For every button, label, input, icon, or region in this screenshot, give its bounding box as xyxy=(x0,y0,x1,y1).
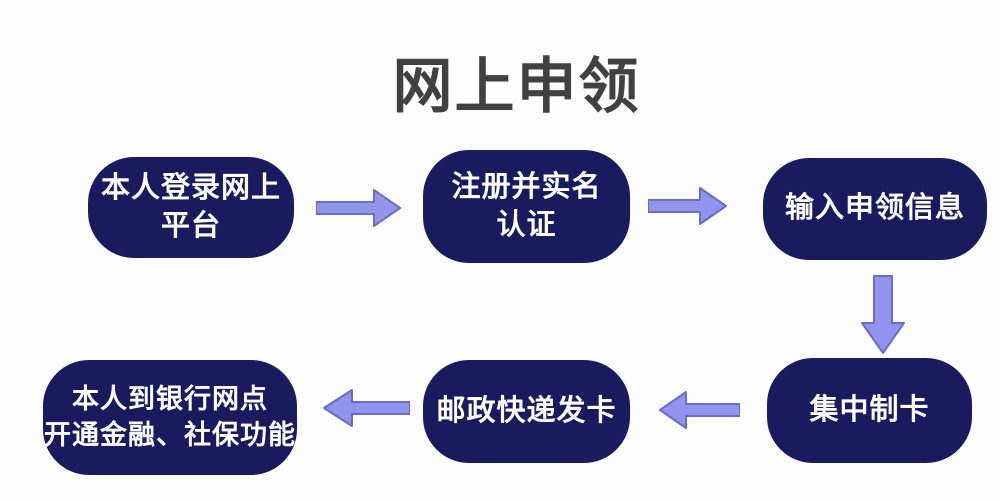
flow-node-login-platform: 本人登录网上 平台 xyxy=(88,157,294,258)
flow-node-label: 本人到银行网点 开通金融、社保功能 xyxy=(44,384,296,450)
flow-node-enter-application-info: 输入申领信息 xyxy=(763,158,987,260)
arrow-right-icon xyxy=(648,187,727,225)
arrow-left-icon xyxy=(659,391,740,429)
flow-node-centralized-card-making: 集中制卡 xyxy=(767,358,972,463)
flow-node-label: 集中制卡 xyxy=(809,393,930,426)
flow-node-postal-card-delivery: 邮政快递发卡 xyxy=(423,360,630,463)
flow-node-register-realname: 注册并实名 认证 xyxy=(423,150,630,263)
arrow-right-shape xyxy=(648,187,727,225)
arrow-down-icon xyxy=(861,275,905,354)
flow-node-label: 输入申领信息 xyxy=(784,192,965,225)
flow-node-label: 注册并实名 认证 xyxy=(451,170,602,241)
arrow-left-icon xyxy=(323,389,410,427)
arrow-right-shape xyxy=(316,189,401,227)
page-title: 网上申领 xyxy=(392,53,641,120)
flow-node-label: 邮政快递发卡 xyxy=(436,394,617,427)
flow-node-bank-activation: 本人到银行网点 开通金融、社保功能 xyxy=(43,360,297,475)
arrow-left-shape xyxy=(323,389,410,427)
flow-node-label: 本人登录网上 平台 xyxy=(100,171,281,242)
arrow-down-shape xyxy=(861,275,905,354)
arrow-left-shape xyxy=(659,391,740,429)
arrow-right-icon xyxy=(316,189,401,227)
